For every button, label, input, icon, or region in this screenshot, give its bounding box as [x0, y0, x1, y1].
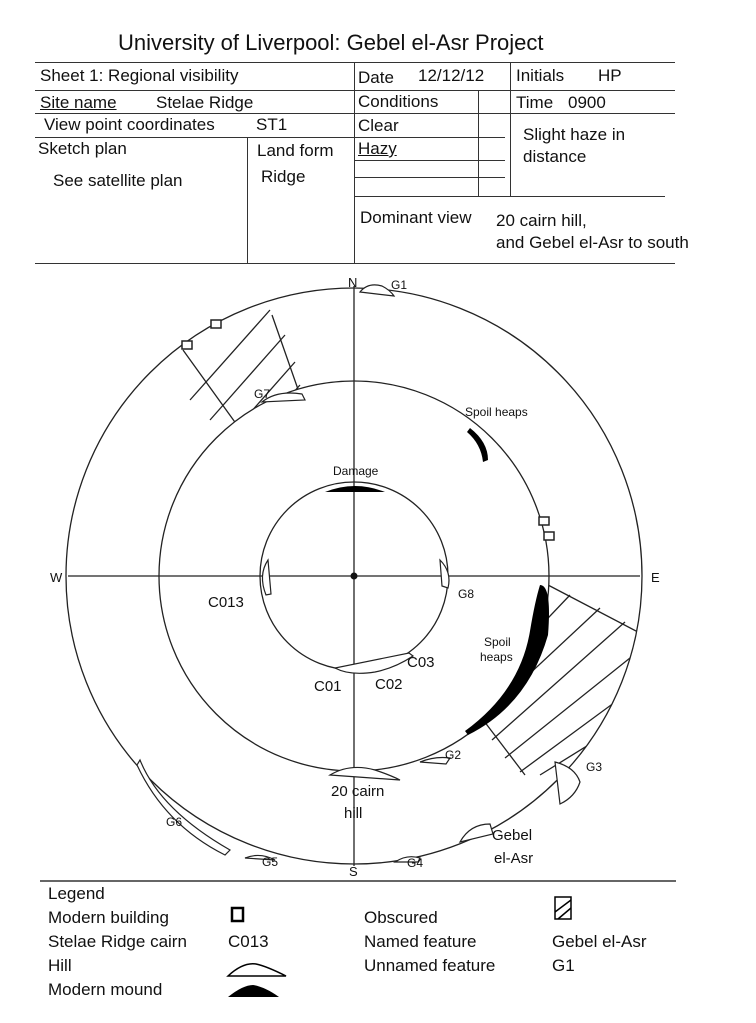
divider — [510, 62, 511, 196]
legend-modern-mound: Modern mound — [48, 980, 163, 999]
legend-named-feature: Named feature — [364, 932, 477, 951]
compass-n: N — [348, 275, 357, 290]
compass-e: E — [651, 570, 660, 585]
viewpoint-marker — [350, 572, 358, 580]
label-gebel: Gebel — [492, 827, 532, 844]
dominant-value-2: and Gebel el-Asr to south — [496, 233, 689, 252]
mound-damage — [325, 486, 385, 492]
site-label: Site name — [40, 93, 117, 112]
label-hill: hill — [344, 805, 362, 822]
hill-20-cairn — [328, 766, 401, 781]
divider — [355, 196, 665, 197]
divider — [35, 90, 675, 91]
site-value: Stelae Ridge — [156, 93, 254, 112]
compass-s: S — [349, 864, 358, 879]
legend-hill: Hill — [48, 956, 72, 975]
divider — [35, 263, 675, 264]
hill-c01-c03 — [333, 652, 415, 674]
coords-value: ST1 — [256, 115, 288, 134]
modern-building — [543, 531, 555, 541]
dominant-value-1: 20 cairn hill, — [496, 211, 587, 230]
dominant-label: Dominant view — [360, 208, 472, 227]
label-g1: G1 — [391, 278, 407, 292]
hazy-label: Hazy — [358, 139, 397, 158]
time-label: Time — [516, 93, 554, 112]
hill-gebel-el-asr — [458, 823, 494, 843]
sketch-value: See satellite plan — [53, 171, 183, 190]
hill-g2 — [419, 756, 452, 765]
initials-label: Initials — [516, 66, 565, 85]
legend-modern-building: Modern building — [48, 908, 169, 927]
date-value: 12/12/12 — [418, 66, 485, 85]
hill-g1 — [358, 284, 396, 297]
divider — [478, 90, 479, 196]
legend-obscured: Obscured — [364, 908, 438, 927]
legend-cairn: Stelae Ridge cairn — [48, 932, 187, 951]
hill-g5 — [244, 854, 276, 861]
conditions-note: Slight haze in distance — [523, 125, 626, 166]
label-g8: G8 — [458, 587, 474, 601]
legend-title: Legend — [48, 884, 105, 903]
mound-spoil-heaps-n — [467, 428, 488, 462]
landform-label: Land form — [257, 141, 334, 160]
hill-g7 — [260, 392, 306, 403]
label-g5: G5 — [262, 855, 278, 869]
divider — [35, 137, 505, 138]
time-value: 0900 — [568, 93, 606, 112]
page-title: University of Liverpool: Gebel el-Asr Pr… — [118, 30, 544, 55]
label-c02: C02 — [375, 676, 403, 693]
initials-value: HP — [598, 66, 622, 85]
legend-unnamed-symbol: G1 — [552, 956, 575, 975]
legend-building-icon — [230, 906, 245, 923]
modern-building — [538, 516, 550, 526]
label-g4: G4 — [407, 856, 423, 870]
clear-label: Clear — [358, 116, 399, 135]
mound-spoil-heaps-e — [465, 585, 549, 735]
legend-named-symbol: Gebel el-Asr — [552, 932, 647, 951]
label-g6: G6 — [166, 815, 182, 829]
legend-hill-icon — [226, 963, 287, 977]
date-label: Date — [358, 68, 394, 87]
coords-label: View point coordinates — [44, 115, 215, 134]
legend-unnamed-feature: Unnamed feature — [364, 956, 496, 975]
hill-g4 — [393, 856, 421, 863]
legend-mound-icon — [228, 985, 279, 997]
divider — [354, 62, 355, 263]
obscured-sector-nw — [182, 309, 301, 431]
label-el-asr: el-Asr — [494, 850, 533, 867]
legend-cairn-symbol: C013 — [228, 932, 269, 951]
sheet-label: Sheet 1: Regional visibility — [40, 66, 239, 85]
label-c03: C03 — [407, 654, 435, 671]
label-c013: C013 — [208, 594, 244, 611]
label-g3: G3 — [586, 760, 602, 774]
modern-building — [181, 340, 193, 350]
hill-g8 — [439, 558, 450, 589]
label-g2: G2 — [445, 748, 461, 762]
landform-value: Ridge — [261, 167, 306, 186]
hill-c013 — [261, 558, 272, 596]
divider — [247, 137, 248, 263]
compass-w: W — [50, 570, 63, 585]
label-g7: G7 — [254, 387, 270, 401]
legend-obscured-icon — [554, 896, 572, 920]
label-20-cairn: 20 cairn — [331, 783, 384, 800]
label-spoil-heaps: Spoil heaps — [465, 405, 528, 419]
modern-building — [210, 319, 222, 329]
label-heaps: heaps — [480, 650, 513, 664]
label-damage: Damage — [333, 464, 379, 478]
divider — [355, 160, 505, 161]
divider — [355, 177, 505, 178]
hill-g3 — [554, 761, 581, 805]
obscured-sector-se — [467, 584, 642, 776]
label-spoil: Spoil — [484, 635, 511, 649]
label-c01: C01 — [314, 678, 342, 695]
divider — [35, 113, 675, 114]
hill-g6 — [136, 758, 231, 856]
divider — [35, 62, 675, 63]
sketch-label: Sketch plan — [38, 139, 127, 158]
conditions-label: Conditions — [358, 92, 439, 111]
